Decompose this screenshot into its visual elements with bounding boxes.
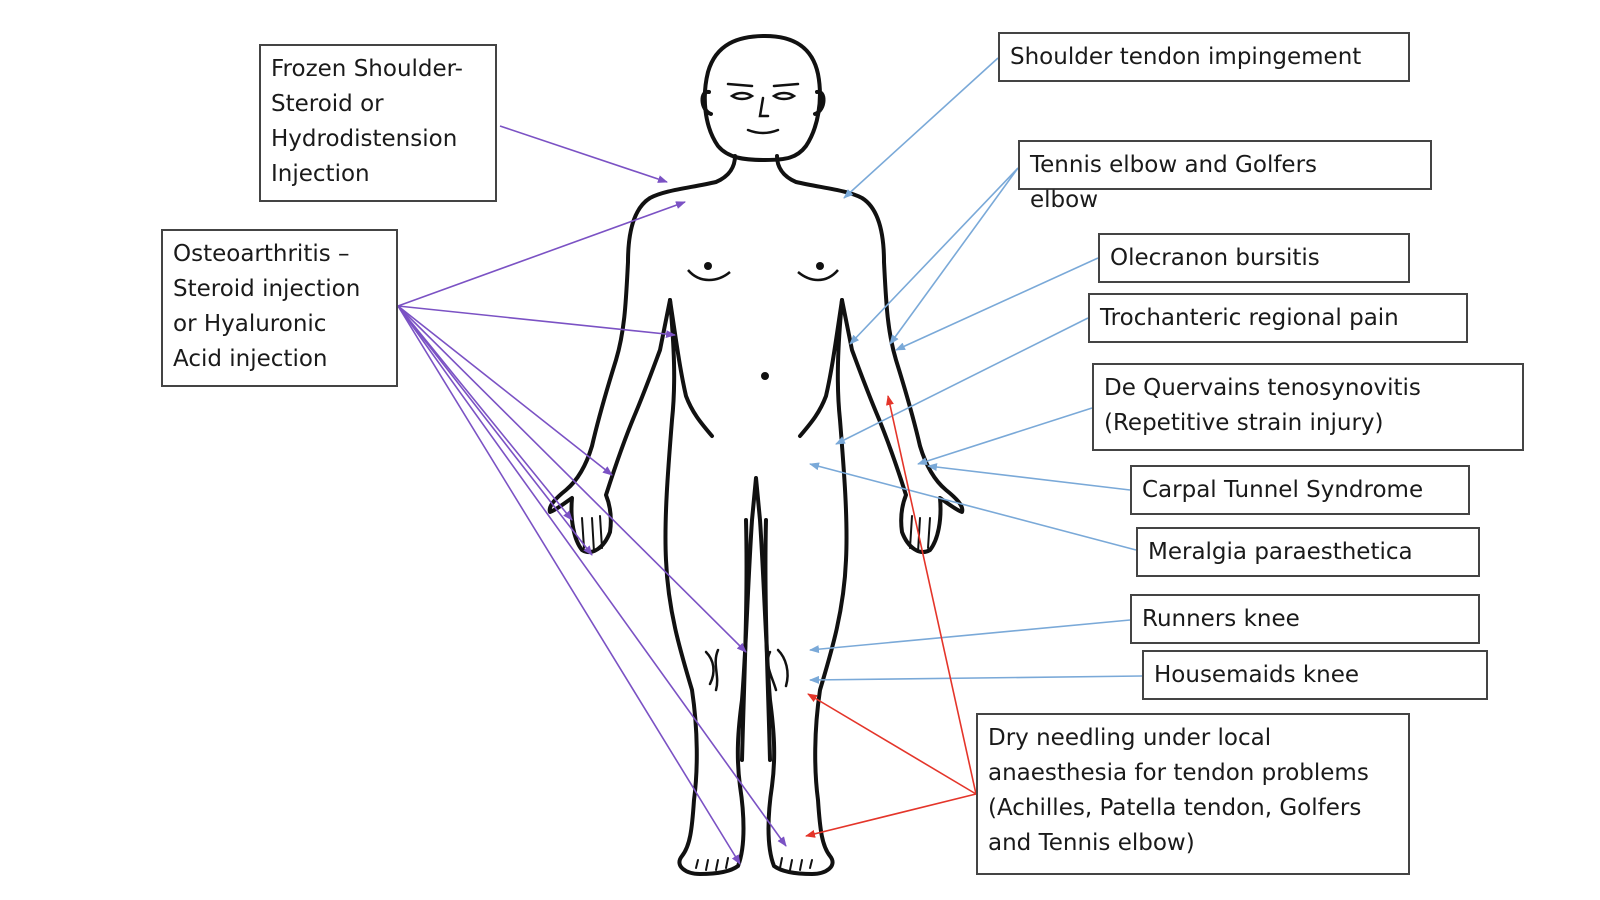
label-de-quervains: De Quervains tenosynovitis (Repetitive s…	[1092, 363, 1524, 451]
arrow-oa-hip	[397, 305, 613, 476]
label-runners-knee: Runners knee	[1130, 594, 1480, 644]
label-frozen-shoulder: Frozen Shoulder- Steroid or Hydrodistens…	[259, 44, 497, 202]
arrow-tennis-elbow-2	[889, 167, 1019, 345]
label-trochanteric-pain: Trochanteric regional pain	[1088, 293, 1468, 343]
arrow-frozen-shoulder	[499, 125, 668, 183]
purple-arrows	[397, 125, 787, 865]
label-shoulder-tendon-impingement: Shoulder tendon impingement	[998, 32, 1410, 82]
arrow-shoulder-tendon	[843, 57, 999, 199]
label-dry-needling: Dry needling under local anaesthesia for…	[976, 713, 1410, 875]
mouth	[746, 128, 780, 135]
body-outline	[547, 154, 965, 876]
arrow-oa-hand	[397, 305, 573, 521]
arrow-carpal-tunnel	[927, 463, 1131, 491]
body-dots	[704, 262, 824, 380]
left-inner-arm	[668, 298, 714, 438]
right-nipple	[816, 262, 824, 270]
left-knee	[704, 648, 720, 692]
chest-lines	[687, 269, 839, 282]
arrow-oa-knee	[397, 305, 747, 653]
arrow-housemaids-knee	[809, 675, 1143, 684]
head-outline	[702, 34, 822, 162]
left-pectoral	[687, 269, 731, 282]
left-nipple	[704, 262, 712, 270]
blue-arrows	[809, 57, 1143, 684]
nose	[758, 96, 770, 118]
label-housemaids-knee: Housemaids knee	[1142, 650, 1488, 700]
face	[726, 82, 800, 135]
label-carpal-tunnel: Carpal Tunnel Syndrome	[1130, 465, 1470, 515]
arrow-oa-elbow	[397, 305, 676, 339]
red-arrows	[805, 395, 977, 838]
arrow-oa-wrist	[397, 305, 593, 556]
right-eye	[771, 91, 797, 101]
arrow-de-quervains	[917, 407, 1093, 466]
right-inner-arm	[798, 298, 844, 438]
right-knee	[766, 648, 789, 692]
left-toes	[695, 857, 729, 871]
right-ear	[813, 89, 826, 116]
arrow-trochanteric	[835, 317, 1089, 445]
left-ear	[700, 89, 713, 116]
arrow-dry-needling-patella	[807, 693, 977, 795]
left-eye	[729, 91, 755, 101]
right-eyebrow	[772, 82, 800, 88]
navel	[761, 372, 769, 380]
arrow-oa-ankle-left	[397, 305, 741, 865]
label-meralgia-paraesthetica: Meralgia paraesthetica	[1136, 527, 1480, 577]
inner-legs	[740, 518, 772, 762]
arrow-runners-knee	[809, 619, 1131, 654]
left-hand-fingers	[581, 515, 603, 553]
label-tennis-golfers-elbow: Tennis elbow and Golfers elbow	[1018, 140, 1432, 213]
left-eyebrow	[726, 82, 754, 88]
arrow-meralgia	[809, 462, 1137, 551]
arrow-tennis-elbow-1	[849, 167, 1019, 345]
arrow-olecranon	[895, 257, 1099, 351]
right-pectoral	[797, 269, 839, 282]
label-osteoarthritis: Osteoarthritis – Steroid injection or Hy…	[161, 229, 398, 387]
arrow-oa-ankle-right	[397, 305, 787, 847]
arrow-oa-shoulder	[397, 201, 686, 307]
right-toes	[779, 857, 813, 871]
arrow-dry-needling-achilles	[805, 793, 977, 838]
arrow-dry-needling-elbow	[886, 395, 977, 795]
label-olecranon-bursitis: Olecranon bursitis	[1098, 233, 1410, 283]
